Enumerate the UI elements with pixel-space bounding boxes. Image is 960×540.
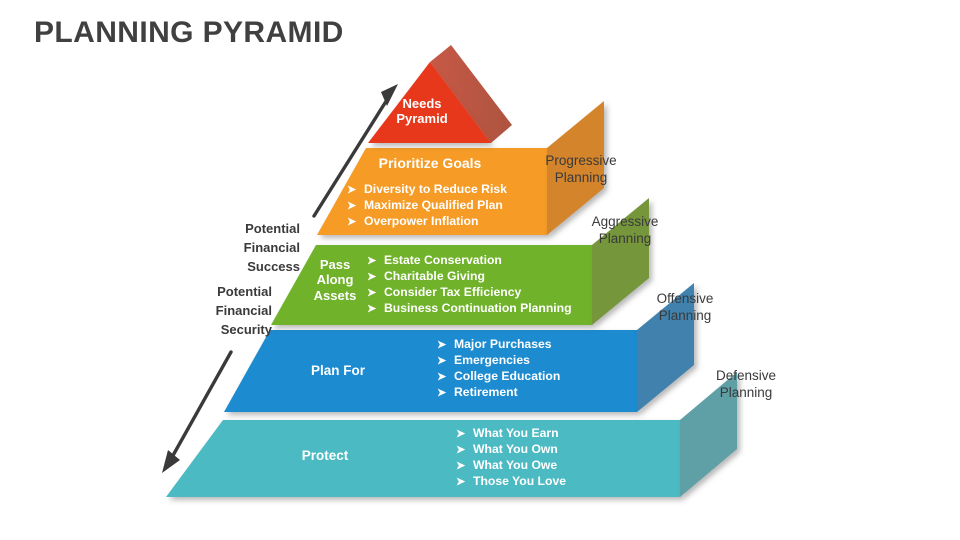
bullet-item: ➤ Estate Conservation — [367, 253, 502, 267]
bullet-arrow-icon: ➤ — [347, 184, 357, 196]
level-prioritize-goals-side-facet[interactable] — [547, 101, 604, 235]
bullet-arrow-icon: ➤ — [456, 459, 466, 472]
bullet-item: ➤ Major Purchases — [437, 337, 552, 351]
level-prioritize-goals-face[interactable] — [317, 148, 547, 235]
level-plan-for-face[interactable] — [224, 330, 637, 412]
bullet-arrow-icon: ➤ — [367, 270, 377, 283]
level-protect-items: ➤ What You Earn ➤ What You Own ➤ What Yo… — [456, 426, 566, 489]
level-pass-along-assets-face[interactable] — [271, 245, 592, 325]
bullet-item: ➤ Diversity to Reduce Risk — [347, 182, 507, 196]
level-pass-along-assets-title: Pass Along Assets — [305, 257, 365, 303]
bullet-item: ➤ Retirement — [437, 384, 518, 399]
bullet-item: ➤ Charitable Giving — [367, 268, 485, 283]
level-pass-along-assets-shape[interactable] — [271, 198, 649, 325]
bullet-arrow-icon: ➤ — [456, 443, 466, 456]
bullet-item: ➤ Those You Love — [456, 473, 566, 488]
level-pass-along-assets-title-line3: Assets — [313, 287, 357, 303]
level-plan-for-title: Plan For — [310, 363, 365, 378]
level-prioritize-goals-title: Prioritize Goals — [378, 155, 482, 171]
growth-up-arrow — [312, 84, 398, 218]
bullet-arrow-icon: ➤ — [456, 428, 466, 440]
level-prioritize-goals-shape[interactable] — [317, 101, 604, 235]
bullet-item: ➤ Consider Tax Efficiency — [367, 284, 522, 299]
level-needs-pyramid-shape[interactable] — [368, 45, 512, 143]
bullet-arrow-icon: ➤ — [347, 199, 357, 212]
level-needs-pyramid-face[interactable] — [368, 62, 491, 143]
level-needs-pyramid-title: Needs Pyramid — [368, 96, 476, 127]
level-plan-for-side-facet[interactable] — [637, 283, 694, 412]
level-needs-pyramid-side-facet[interactable] — [430, 45, 512, 143]
level-pass-along-assets-items: ➤ Estate Conservation ➤ Charitable Givin… — [367, 253, 572, 316]
level-prioritize-goals-items: ➤ Diversity to Reduce Risk ➤ Maximize Qu… — [347, 182, 507, 230]
bullet-item: ➤ Business Continuation Planning — [367, 300, 572, 315]
bullet-arrow-icon: ➤ — [437, 354, 447, 367]
bullet-arrow-icon: ➤ — [437, 370, 447, 383]
bullet-item: ➤ Maximize Qualified Plan — [347, 197, 503, 212]
label-potential-financial-security: Potential Financial Security — [215, 284, 272, 337]
label-aggressive-planning: Aggressive Planning — [591, 214, 659, 246]
label-defensive-planning: Defensive Planning — [715, 368, 777, 400]
bullet-arrow-icon: ➤ — [347, 215, 357, 228]
growth-down-arrow — [162, 350, 233, 473]
level-protect-side-facet[interactable] — [680, 372, 737, 497]
bullet-item: ➤ What You Earn — [456, 426, 559, 440]
bullet-item: ➤ What You Own — [456, 441, 558, 456]
level-plan-for-shape[interactable] — [224, 283, 694, 412]
label-potential-financial-success: Potential Financial Success — [243, 221, 300, 274]
level-pass-along-assets-title-line1: Pass — [319, 257, 351, 272]
bullet-arrow-icon: ➤ — [437, 339, 447, 351]
bullet-arrow-icon: ➤ — [456, 475, 466, 488]
level-needs-pyramid-title-line2: Pyramid — [396, 111, 448, 127]
level-pass-along-assets-title-line2: Along — [316, 272, 354, 288]
bullet-item: ➤ College Education — [437, 368, 561, 383]
bullet-item: ➤ What You Owe — [456, 457, 558, 472]
label-progressive-planning: Progressive Planning — [545, 153, 617, 185]
level-protect-title: Protect — [301, 448, 349, 463]
bullet-arrow-icon: ➤ — [367, 255, 377, 267]
level-protect-shape[interactable] — [166, 372, 737, 497]
bullet-arrow-icon: ➤ — [437, 386, 447, 399]
level-pass-along-assets-side-facet[interactable] — [592, 198, 649, 325]
page-title: PLANNING PYRAMID — [34, 16, 344, 49]
level-needs-pyramid-title-line1: Needs — [402, 96, 442, 111]
bullet-item: ➤ Emergencies — [437, 352, 530, 367]
level-protect-face[interactable] — [166, 420, 680, 497]
level-plan-for-items: ➤ Major Purchases ➤ Emergencies ➤ Colleg… — [437, 337, 560, 400]
label-offensive-planning: Offensive Planning — [656, 291, 714, 323]
bullet-item: ➤ Overpower Inflation — [347, 213, 479, 228]
bullet-arrow-icon: ➤ — [367, 302, 377, 315]
bullet-arrow-icon: ➤ — [367, 286, 377, 299]
